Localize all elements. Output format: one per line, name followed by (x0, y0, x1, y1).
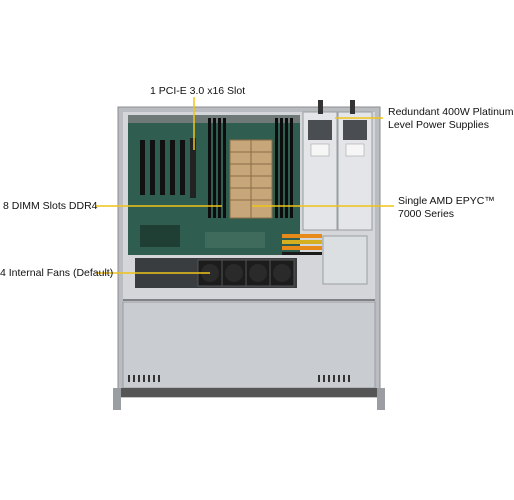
component-block (205, 232, 265, 248)
front-vents-left (128, 375, 160, 382)
rack-ear-right (377, 388, 385, 410)
pcie-slots (140, 138, 196, 198)
callout-psu-line1: Redundant 400W Platinum (388, 106, 514, 118)
callout-psu-line2: Level Power Supplies (388, 119, 489, 131)
power-distribution-board (322, 235, 368, 285)
dimm-slots (208, 118, 293, 218)
rack-ear-left (113, 388, 121, 410)
cpu-heatsink (229, 139, 273, 219)
power-supplies (302, 111, 373, 231)
callout-pcie: 1 PCI-E 3.0 x16 Slot (150, 85, 246, 97)
callout-dimm: 8 DIMM Slots DDR4 (3, 200, 98, 212)
power-wires (282, 234, 322, 255)
server-diagram (95, 97, 394, 410)
front-bezel (118, 388, 380, 397)
callout-cpu-line1: Single AMD EPYC™ (398, 195, 495, 207)
chipset-block (140, 225, 180, 247)
internal-fans (135, 258, 297, 288)
callout-cpu-line2: 7000 Series (398, 208, 455, 220)
callout-fans: 4 Internal Fans (Default) (0, 267, 114, 279)
psu-handles (318, 100, 355, 114)
front-vents-right (318, 375, 350, 382)
drive-bay-cover (122, 301, 376, 389)
